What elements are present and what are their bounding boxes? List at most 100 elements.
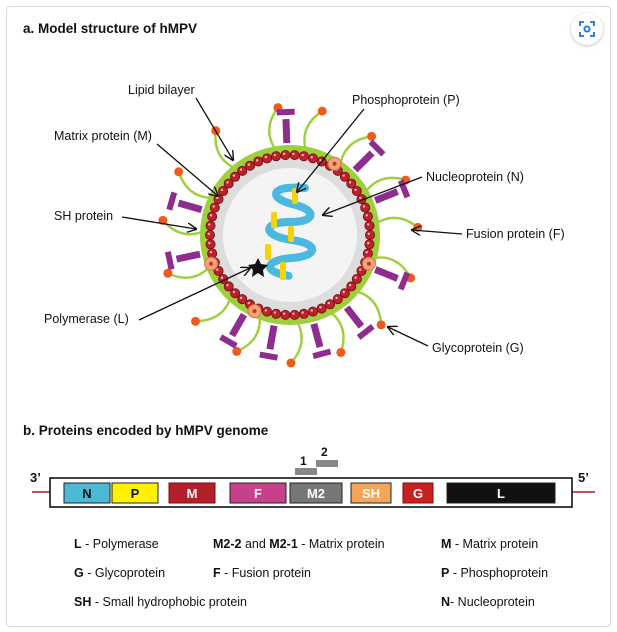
matrix-bead	[230, 171, 241, 182]
matrix-bead-highlight	[354, 188, 357, 192]
sh-protein-core	[209, 261, 214, 266]
fusion-protein-head	[397, 179, 411, 199]
legend-item-f: F - Fusion protein	[213, 566, 311, 580]
matrix-bead	[298, 308, 309, 319]
fusion-protein-head	[397, 271, 411, 291]
matrix-bead-highlight	[365, 251, 368, 254]
matrix-bead-highlight	[367, 241, 370, 245]
gene-m	[168, 482, 216, 504]
matrix-bead	[364, 229, 375, 240]
glycoprotein-stalk	[290, 322, 303, 364]
glycoprotein-head	[336, 347, 346, 357]
matrix-bead-highlight	[247, 301, 250, 305]
matrix-bead	[262, 153, 273, 164]
glycoprotein-head	[158, 215, 168, 225]
genome-end-3prime: 3’	[30, 470, 41, 485]
matrix-bead	[364, 220, 375, 231]
surface-glycoproteins	[158, 103, 423, 368]
matrix-bead	[346, 178, 357, 189]
matrix-bead	[339, 171, 350, 182]
matrix-bead	[362, 248, 373, 259]
sh-protein-core	[332, 161, 337, 166]
matrix-bead-highlight	[292, 312, 295, 315]
matrix-bead-highlight	[301, 311, 304, 314]
matrix-bead	[237, 294, 248, 305]
glycoprotein-head	[367, 131, 377, 141]
matrix-bead	[316, 303, 327, 314]
label-polymerase: Polymerase (L)	[44, 312, 129, 326]
glycoprotein-stalk	[303, 110, 323, 149]
overlap-bar-2	[316, 460, 338, 467]
legend-item-n: N- Nucleoprotein	[441, 595, 535, 609]
matrix-bead-highlight	[342, 174, 345, 177]
glycoprotein-stalk	[357, 290, 383, 325]
fusion-protein-head	[259, 351, 279, 361]
matrix-bead	[237, 165, 248, 176]
matrix-bead-highlight	[319, 306, 322, 309]
matrix-bead-highlight	[273, 311, 277, 314]
glycoprotein-head	[191, 316, 201, 326]
matrix-bead-highlight	[209, 214, 213, 217]
matrix-bead-highlight	[247, 163, 250, 166]
matrix-bead-highlight	[301, 153, 304, 157]
matrix-bead-highlight	[232, 174, 236, 177]
gene-label-m: M	[187, 486, 198, 501]
lipid-envelope	[200, 145, 380, 325]
matrix-bead-highlight	[209, 251, 213, 254]
matrix-bead	[346, 281, 357, 292]
visual-search-button[interactable]	[571, 13, 603, 45]
overlap-label-2: 2	[321, 445, 328, 459]
fusion-protein-head	[276, 108, 295, 116]
legend-item-sh: SH - Small hydrophobic protein	[74, 595, 248, 609]
matrix-bead-highlight	[310, 155, 313, 159]
fusion-protein-head	[219, 334, 238, 349]
matrix-bead-highlight	[348, 181, 352, 184]
matrix-bead-highlight	[292, 152, 295, 156]
fusion-protein-head	[368, 139, 386, 157]
matrix-bead	[213, 265, 224, 276]
gene-m2	[289, 482, 343, 504]
matrix-bead-highlight	[239, 168, 243, 171]
fusion-protein	[352, 150, 375, 173]
glycoprotein-head	[174, 167, 184, 177]
fusion-protein-head	[166, 191, 178, 211]
fusion-protein	[343, 305, 365, 329]
glycoprotein-head	[232, 346, 242, 356]
matrix-bead-highlight	[282, 152, 286, 156]
glycoprotein-stalk	[376, 216, 419, 229]
glycoprotein-head	[376, 320, 386, 330]
glycoprotein-stalk	[167, 267, 210, 279]
matrix-bead	[209, 202, 220, 213]
label-sh-protein: SH protein	[54, 209, 113, 223]
overlap-label-1: 1	[300, 454, 307, 468]
matrix-bead	[289, 309, 300, 320]
matrix-bead-highlight	[232, 290, 236, 294]
legend-item-m2: M2-2 and M2-1 - Matrix protein	[213, 537, 385, 551]
matrix-bead	[244, 160, 255, 171]
matrix-bead	[360, 202, 371, 213]
matrix-bead-highlight	[220, 188, 224, 192]
matrix-bead	[205, 239, 216, 250]
matrix-bead	[204, 229, 215, 240]
gene-sh	[350, 482, 392, 504]
gene-label-p: P	[131, 486, 140, 501]
glycoprotein-head	[317, 106, 327, 116]
matrix-bead	[253, 156, 264, 167]
glycoprotein-stalk	[330, 311, 345, 353]
matrix-bead	[223, 178, 234, 189]
label-phosphoprotein: Phosphoprotein (P)	[352, 93, 460, 107]
matrix-bead	[280, 309, 291, 320]
label-nucleoprotein: Nucleoprotein (N)	[426, 170, 524, 184]
lens-icon	[579, 21, 595, 37]
matrix-bead-highlight	[348, 284, 352, 287]
matrix-bead	[364, 239, 375, 250]
matrix-bead-highlight	[359, 196, 362, 200]
matrix-bead-highlight	[220, 276, 224, 279]
gene-g	[402, 482, 434, 504]
matrix-bead	[207, 248, 218, 259]
matrix-bead-highlight	[255, 159, 259, 162]
gene-n	[63, 482, 111, 504]
pointer-arrows	[121, 97, 463, 347]
